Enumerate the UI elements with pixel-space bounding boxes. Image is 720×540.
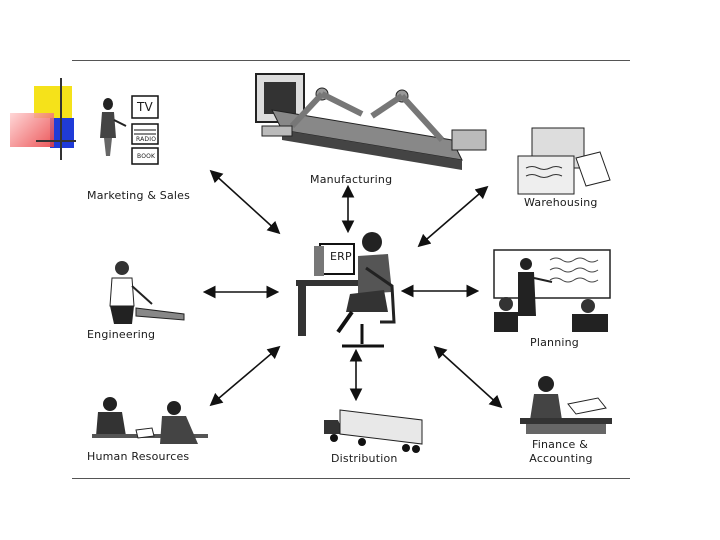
sign-radio: RADIO [136, 136, 157, 143]
arrow-marketing [209, 169, 281, 235]
erp-illustration [296, 232, 396, 348]
label-manufacturing: Manufacturing [310, 173, 393, 186]
planning-illustration [493, 249, 611, 332]
manufacturing-illustration [255, 73, 487, 170]
human-resources-illustration [92, 397, 208, 444]
label-engineering: Engineering [87, 328, 156, 341]
label-warehousing: Warehousing [524, 196, 598, 209]
engineering-illustration [109, 261, 185, 324]
label-distribution: Distribution [331, 452, 398, 465]
bottom-divider [72, 478, 630, 479]
warehousing-illustration [517, 127, 611, 195]
sign-tv: TV [137, 100, 153, 114]
label-finance-line2: Accounting [529, 452, 593, 465]
marketing-illustration [100, 95, 159, 165]
distribution-illustration [324, 409, 423, 453]
erp-monitor-text: ERP [330, 250, 352, 263]
arrow-human-resources [209, 345, 281, 407]
finance-illustration [520, 376, 612, 434]
sign-book: BOOK [137, 153, 156, 160]
label-human-resources: Human Resources [87, 450, 190, 463]
label-planning: Planning [530, 336, 579, 349]
arrow-finance [433, 345, 503, 409]
label-marketing-sales: Marketing & Sales [87, 189, 191, 202]
label-finance-line1: Finance & [532, 438, 588, 451]
arrow-warehousing [417, 185, 489, 248]
top-divider [72, 60, 630, 61]
